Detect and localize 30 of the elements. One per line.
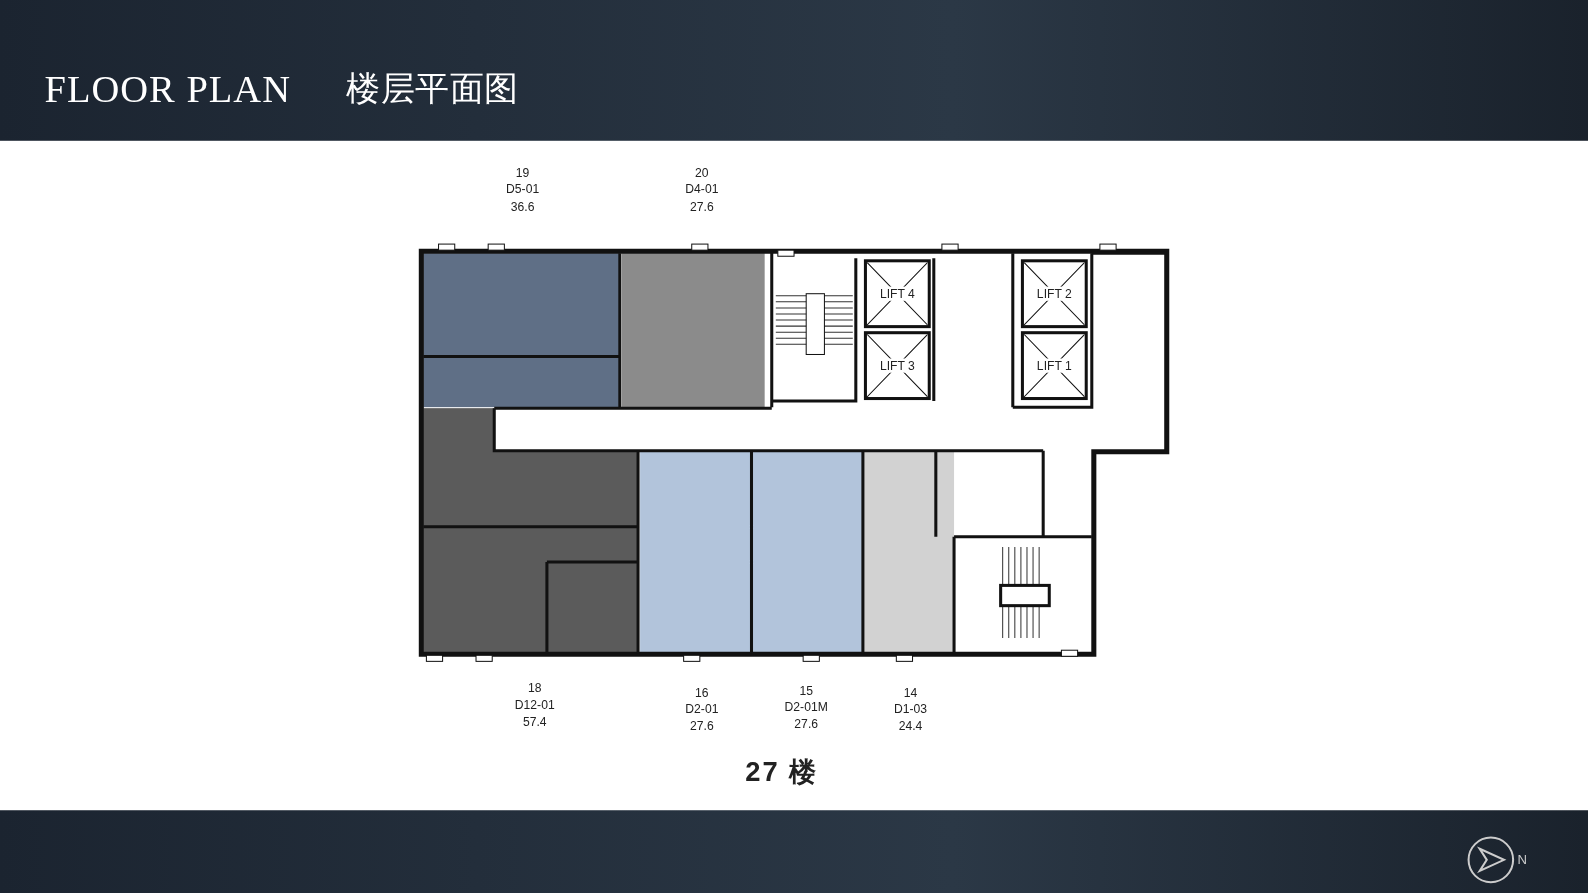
unit-area: 27.6 (690, 199, 714, 214)
north-label: N (1517, 852, 1527, 868)
unit-area: 24.4 (898, 719, 923, 734)
lift-label: LIFT 3 (878, 358, 916, 373)
unit-area: 27.6 (690, 719, 714, 734)
lift-shaft (863, 259, 931, 329)
lift-label: LIFT 2 (1035, 286, 1073, 301)
unit-code: D2-01M (784, 699, 828, 714)
unit-area: 57.4 (522, 715, 547, 730)
heading-chinese: 楼层平面图 (346, 66, 519, 111)
unit-number: 16 (695, 685, 709, 700)
unit-code: D2-01 (685, 701, 719, 717)
lift-label: LIFT 1 (1035, 358, 1073, 373)
unit-number: 20 (695, 166, 709, 181)
unit-number: 15 (799, 683, 813, 698)
unit-area: 27.6 (794, 717, 818, 732)
unit-area: 36.6 (510, 199, 535, 214)
unit-code: D12-01 (514, 697, 555, 712)
lift-shaft (1020, 331, 1088, 401)
unit-number: 19 (515, 166, 530, 181)
unit-code: D4-01 (685, 182, 719, 197)
unit-code: D1-03 (893, 701, 928, 717)
unit-code: D5-01 (506, 182, 540, 197)
lift-label: LIFT 4 (878, 286, 916, 301)
unit-number: 14 (903, 685, 918, 700)
lift-shaft (1020, 259, 1088, 329)
page-title: FLOOR PLAN (44, 66, 291, 112)
floor-caption: 27 楼 (745, 755, 819, 789)
unit-number: 18 (528, 680, 542, 695)
lift-shaft (863, 331, 931, 401)
